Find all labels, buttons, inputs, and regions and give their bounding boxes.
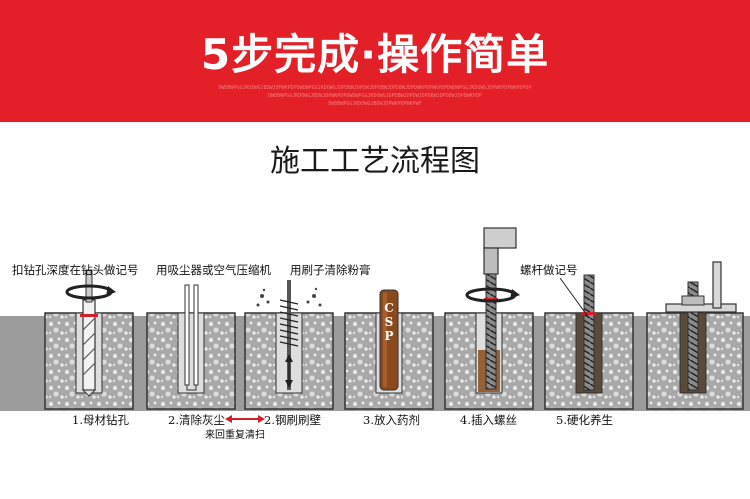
- step-label-1: 1.母材钻孔: [72, 413, 129, 427]
- bolt-rod: [687, 281, 699, 391]
- banner-deco-text: DWDBWPGGJKDOWGJBDWJDPWKPDPDWDWPGGJKDOWGJ…: [268, 93, 482, 99]
- step-label-2: 2.清除灰尘: [168, 413, 225, 427]
- drill-chuck: [483, 227, 517, 249]
- drill-bit: [82, 299, 96, 391]
- step-label-6: 5.硬化养生: [556, 413, 613, 427]
- capsule-label-s: S: [385, 315, 394, 329]
- banner-title: 5步完成·操作简单: [200, 30, 550, 79]
- annotation-repeat-clean: 来回重复清扫: [205, 428, 265, 441]
- header-banner: 5步完成·操作简单 DWDBWPGGJKDOWGJBDWJDPWKPDPDWDW…: [0, 0, 750, 122]
- annotation-drill-depth: 扣钻孔深度在钻头做记号: [12, 263, 139, 277]
- step-7-fixture-panel: [646, 261, 744, 410]
- step-label-4: 3.放入药剂: [363, 413, 420, 427]
- step-6-cure-panel: [544, 274, 634, 410]
- capsule-label-c: C: [384, 301, 394, 315]
- step-label-3: 2.钢刷刷壁: [264, 413, 321, 427]
- banner-deco-text: DWDBWPGGJKDOWGJBDWJDPWKPDPWKPWF: [328, 101, 422, 107]
- step-label-5: 4.插入螺丝: [460, 413, 517, 427]
- step-5-insert-panel: [444, 227, 534, 410]
- anchor-rod: [485, 273, 497, 390]
- annotation-brush-tools: 用刷子清除粉膏: [290, 263, 371, 277]
- leader-line: [559, 277, 590, 319]
- step-2-vacuum-panel: [146, 284, 236, 410]
- annotation-dust-tools: 用吸尘器或空气压缩机: [156, 263, 271, 277]
- wire-brush: [287, 280, 291, 390]
- cured-rod: [583, 274, 595, 391]
- double-arrow-icon: [225, 415, 265, 423]
- annotation-rod-mark: 螺杆做记号: [520, 263, 578, 277]
- vacuum-tube: [184, 284, 190, 386]
- depth-mark: [80, 314, 98, 317]
- step-1-drill-panel: [44, 269, 134, 410]
- step-3-brush-panel: [244, 280, 334, 410]
- capsule-label-p: P: [384, 329, 393, 343]
- step-4-capsule-panel: [344, 289, 434, 410]
- diagram-title: 施工工艺流程图: [270, 144, 480, 179]
- banner-deco-text: DWDBWPGGJKDOWGJBDWJDPWKPDPDWDWPGGJKDOWGJ…: [218, 85, 532, 91]
- nut: [681, 295, 705, 306]
